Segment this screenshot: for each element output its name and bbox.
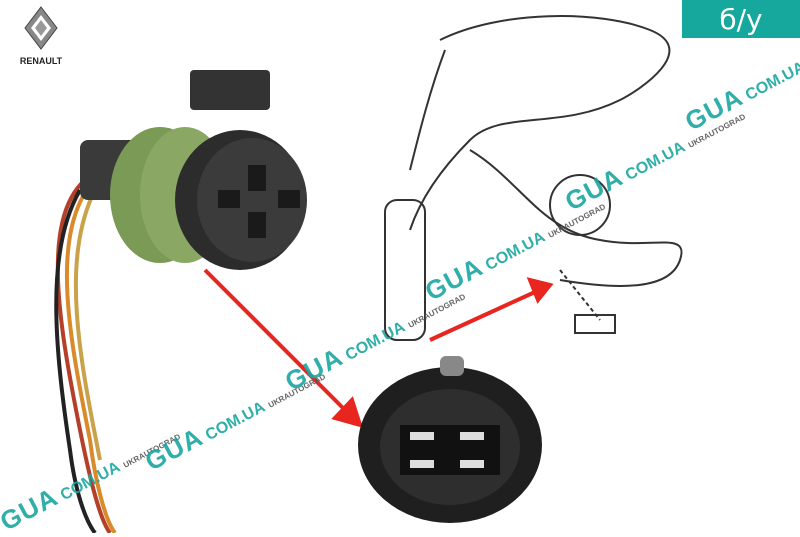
connector-plug — [80, 70, 307, 270]
used-condition-badge: б/у — [682, 0, 800, 38]
arrow-head-icon — [526, 277, 554, 304]
brand-name: RENAULT — [19, 56, 63, 66]
arrow-head-icon — [331, 396, 364, 428]
arrow-to-sensor — [429, 290, 536, 342]
wire-harness — [54, 178, 117, 533]
arrow-to-socket — [203, 268, 347, 412]
sensor-socket — [358, 356, 542, 523]
renault-diamond-icon — [24, 6, 58, 50]
renault-logo: RENAULT — [8, 6, 74, 66]
ac-system-diagram — [384, 15, 683, 341]
indicator-arrows — [203, 268, 554, 428]
